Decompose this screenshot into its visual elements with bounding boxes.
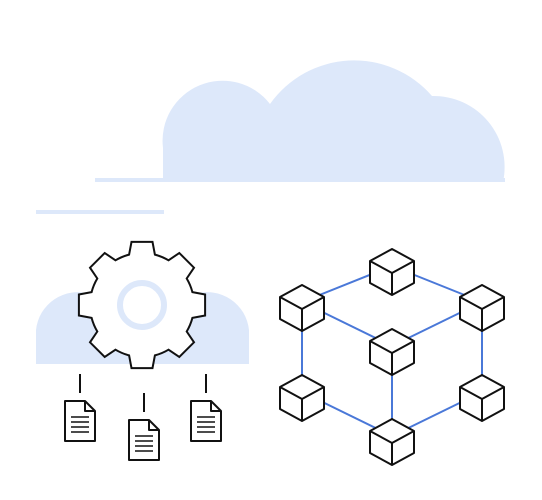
- gear-icon: [77, 240, 207, 370]
- cube-node-icon: [369, 328, 415, 376]
- cube-node-icon: [279, 284, 325, 332]
- document-icon: [64, 400, 96, 442]
- cube-node-icon: [459, 374, 505, 422]
- cube-network-icon: [279, 248, 505, 466]
- decor-line-lower: [36, 210, 164, 214]
- cube-node-icon: [369, 248, 415, 296]
- document-icon: [190, 400, 222, 442]
- network-nodes: [279, 248, 505, 466]
- cube-node-icon: [279, 374, 325, 422]
- cube-node-icon: [459, 284, 505, 332]
- document-icon: [128, 419, 160, 461]
- cube-node-icon: [369, 418, 415, 466]
- cloud-large-icon: [162, 60, 505, 182]
